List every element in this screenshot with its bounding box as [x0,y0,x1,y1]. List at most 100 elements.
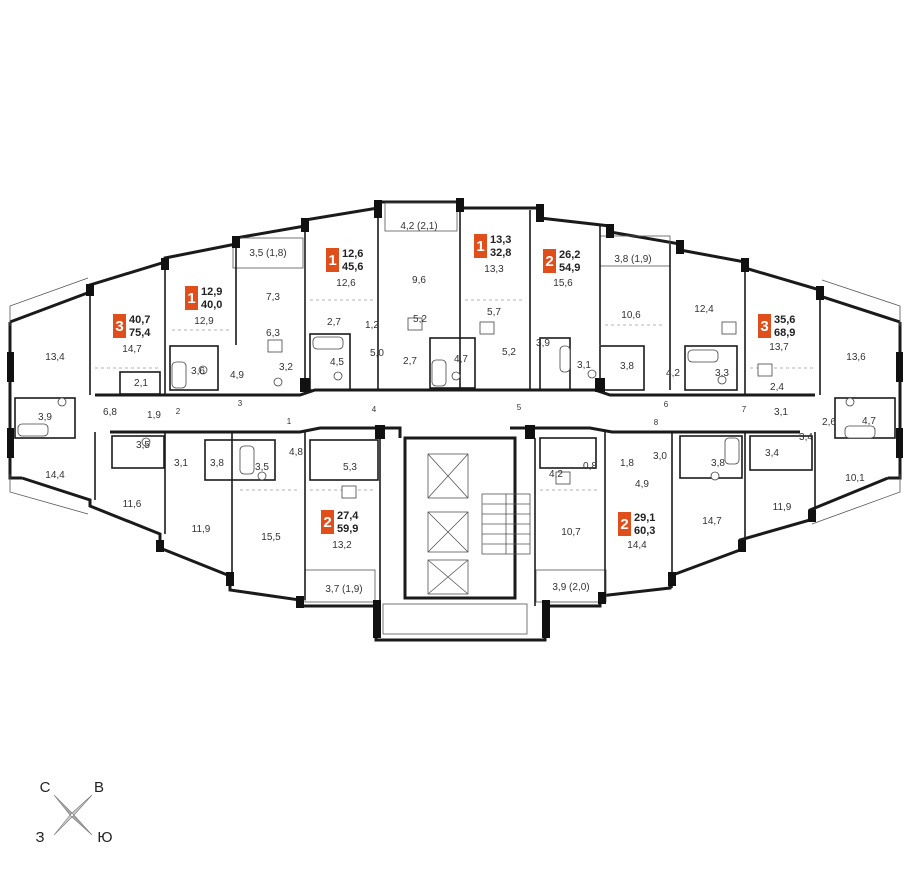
bathtub-icon [239,445,255,475]
room-area: 5,2 [413,314,427,325]
room-area: 3,9 [536,338,550,349]
stove-icon [555,471,571,485]
room-area: 3,8 [620,361,634,372]
stair-icon [481,493,531,555]
room-area: 14,7 [702,516,722,527]
door-number: 1 [287,417,292,426]
bathtub-icon [844,425,876,439]
room-area: 3,8 [210,458,224,469]
apartment-badge[interactable]: 3 40,7 75,4 [113,314,151,339]
room-area: 4,9 [635,479,649,490]
door-numbers: 1 2 3 4 5 6 7 8 [176,399,747,427]
svg-text:32,8: 32,8 [490,247,511,259]
door-number: 8 [654,418,659,427]
svg-text:3: 3 [760,318,768,335]
apartment-badge[interactable]: 2 26,2 54,9 [543,249,580,274]
apartment-badge[interactable]: 2 29,1 60,3 [618,512,655,537]
svg-text:59,9: 59,9 [337,523,358,535]
room-area: 12,9 [194,316,214,327]
svg-text:26,2: 26,2 [559,249,580,261]
svg-text:12,6: 12,6 [342,248,363,260]
room-area: 1,8 [620,458,634,469]
room-area: 6,3 [266,328,280,339]
door-number: 5 [517,403,522,412]
room-area: 3,5 (1,8) [249,248,286,259]
svg-text:2: 2 [620,516,628,533]
room-area: 3,9 (2,0) [552,582,589,593]
room-area: 3,3 [715,368,729,379]
bathtub-icon [724,437,740,465]
room-area: 4,2 [549,469,563,480]
room-area: 3,8 [711,458,725,469]
elevator-icon [427,511,469,553]
apartment-badge[interactable]: 2 27,4 59,9 [321,510,359,535]
svg-text:40,0: 40,0 [201,299,222,311]
room-area: 4,7 [862,416,876,427]
stove-icon [341,485,357,499]
door-number: 3 [238,399,243,408]
room-area: 11,6 [123,499,142,510]
svg-text:2: 2 [545,253,553,270]
svg-text:1: 1 [187,290,195,307]
svg-text:27,4: 27,4 [337,510,359,522]
room-area: 3,1 [174,458,188,469]
room-area: 10,7 [561,527,581,538]
apartment-badge[interactable]: 1 12,6 45,6 [326,248,363,273]
room-area: 3,5 [136,440,150,451]
elevator-icon [427,559,469,595]
stove-icon [479,321,495,335]
room-area: 2,6 [822,417,836,428]
room-area: 14,4 [627,540,647,551]
room-area: 13,4 [45,352,65,363]
room-area: 14,4 [45,470,65,481]
svg-text:45,6: 45,6 [342,261,363,273]
room-area: 15,5 [261,532,281,543]
stove-icon [267,339,283,353]
room-area: 3,5 [255,462,269,473]
stove-icon [721,321,737,335]
room-area: 13,2 [332,540,352,551]
room-area: 12,6 [336,278,356,289]
room-area: 13,3 [484,264,504,275]
columns [7,198,903,638]
core [403,436,531,600]
toilet-icon [57,397,67,407]
room-area: 4,9 [230,370,244,381]
bathtub-icon [559,345,571,373]
svg-text:1: 1 [476,238,484,255]
bathtub-icon [171,361,187,389]
stove-icon [407,317,423,331]
room-area: 6,8 [103,407,117,418]
toilet-icon [451,371,461,381]
apartment-badge[interactable]: 1 13,3 32,8 [474,234,511,259]
room-area: 14,7 [122,344,142,355]
room-area: 2,7 [403,356,417,367]
toilet-icon [717,375,727,385]
room-labels: 4,2 (2,1) 3,5 (1,8) 3,8 (1,9) 13,4 14,7 … [38,221,876,595]
apartment-badge[interactable]: 1 12,9 40,0 [185,286,222,311]
room-area: 10,6 [621,310,641,321]
room-area: 12,4 [694,304,714,315]
room-area: 3,0 [653,451,667,462]
svg-text:40,7: 40,7 [129,314,150,326]
apartment-badge[interactable]: 3 35,6 68,9 [758,314,795,339]
svg-text:35,6: 35,6 [774,314,795,326]
toilet-icon [845,397,855,407]
room-area: 3,1 [577,360,591,371]
toilet-icon [257,471,267,481]
svg-text:75,4: 75,4 [129,327,151,339]
toilet-icon [198,365,208,375]
room-area: 4,7 [454,354,468,365]
bathtub-icon [17,423,49,437]
door-number: 2 [176,407,181,416]
svg-text:2: 2 [323,514,331,531]
room-area: 2,7 [327,317,341,328]
room-area: 3,2 [279,362,293,373]
door-number: 6 [664,400,669,409]
room-area: 2,1 [134,378,148,389]
elevator-icon [427,453,469,499]
toilet-icon [273,377,283,387]
toilet-icon [710,471,720,481]
room-area: 1,2 [365,320,379,331]
svg-text:29,1: 29,1 [634,512,655,524]
